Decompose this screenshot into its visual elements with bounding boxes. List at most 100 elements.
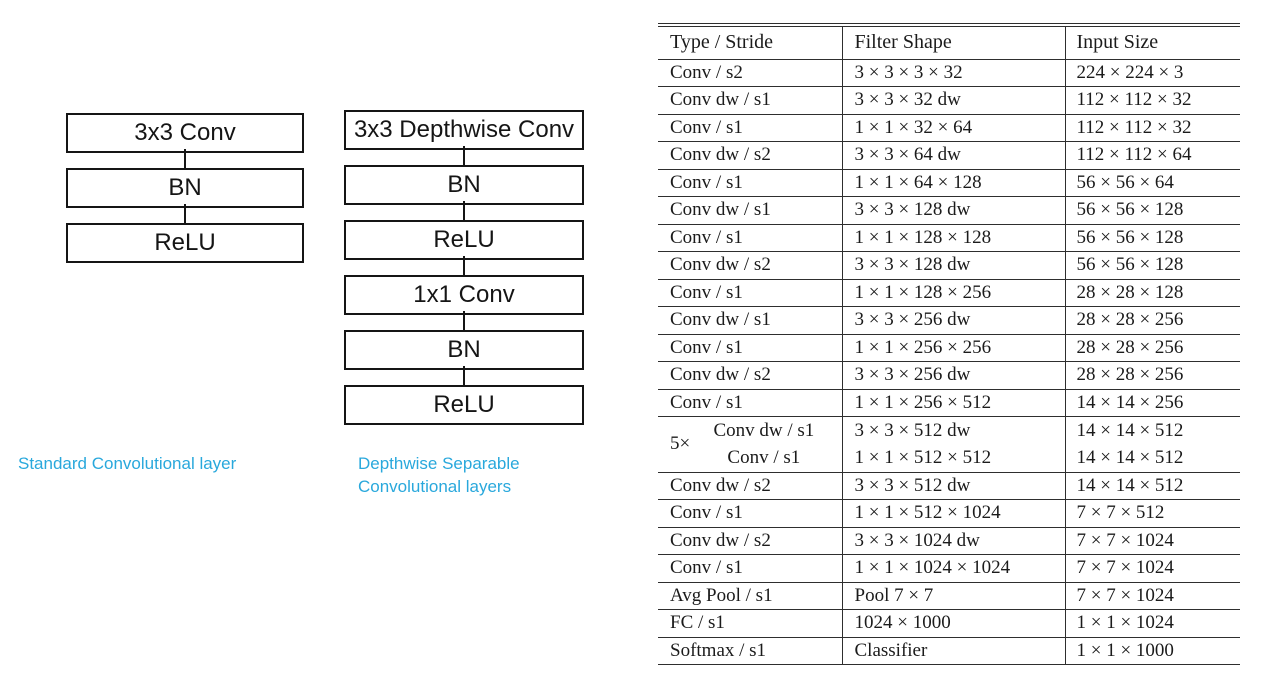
connector-line: [463, 201, 465, 220]
cell-input-size: 1 × 1 × 1024: [1065, 609, 1240, 638]
cell-input-size: 224 × 224 × 3: [1065, 59, 1240, 87]
caption-line-2: Convolutional layers: [358, 477, 512, 496]
diagram-block-bn: BN: [344, 165, 584, 205]
diagram-block-relu: ReLU: [344, 385, 584, 425]
cell-input-size: 28 × 28 × 256: [1065, 334, 1240, 362]
cell-input-size: 56 × 56 × 128: [1065, 251, 1240, 280]
cell-type-stride: Conv / s1: [658, 389, 843, 417]
cell-input-size: 112 × 112 × 32: [1065, 86, 1240, 115]
cell-filter-shape: 3 × 3 × 256 dw: [842, 306, 1066, 335]
diagram-block-bn: BN: [344, 330, 584, 370]
cell-input-size: 7 × 7 × 1024: [1065, 527, 1240, 555]
cell-type-stride: Conv dw / s2: [658, 472, 843, 500]
col-header-filter-shape: Filter Shape: [842, 25, 1066, 60]
depthwise-diagram-caption: Depthwise Separable Convolutional layers: [358, 452, 520, 498]
cell-type-stride: Conv / s1: [658, 224, 843, 252]
col-header-input-size: Input Size: [1065, 25, 1240, 60]
cell-filter-shape: 1 × 1 × 128 × 128: [842, 224, 1066, 252]
cell-filter-shape: 3 × 3 × 512 dw 1 × 1 × 512 × 512: [842, 416, 1066, 473]
cell-type-stride: Conv dw / s2: [658, 361, 843, 390]
cell-input-size: 56 × 56 × 128: [1065, 224, 1240, 252]
cell-input-size: 7 × 7 × 1024: [1065, 582, 1240, 610]
cell-input-size: 28 × 28 × 256: [1065, 361, 1240, 390]
cell-filter-shape: 1 × 1 × 512 × 1024: [842, 499, 1066, 528]
filter-shape-line: 3 × 3 × 512 dw: [854, 420, 971, 442]
connector-line: [184, 204, 186, 223]
diagram-block-3x3-conv: 3x3 Conv: [66, 113, 304, 153]
cell-type-stride: Conv dw / s1: [658, 196, 843, 225]
connector-line: [463, 366, 465, 385]
cell-type-stride: Conv / s1: [658, 554, 843, 583]
diagram-block-1x1-conv: 1x1 Conv: [344, 275, 584, 315]
cell-filter-shape: 3 × 3 × 64 dw: [842, 141, 1066, 170]
cell-type-stride: Conv dw / s2: [658, 141, 843, 170]
caption-line-1: Depthwise Separable: [358, 454, 520, 473]
mobilenet-architecture-table: Type / Stride Filter Shape Input Size Co…: [658, 23, 1240, 665]
cell-type-stride: Softmax / s1: [658, 637, 843, 665]
connector-line: [463, 146, 465, 165]
cell-filter-shape: 3 × 3 × 128 dw: [842, 251, 1066, 280]
cell-type-stride: Conv dw / s2: [658, 251, 843, 280]
cell-type-stride: Conv / s1: [658, 334, 843, 362]
cell-input-size: 112 × 112 × 32: [1065, 114, 1240, 142]
cell-filter-shape: 1024 × 1000: [842, 609, 1066, 638]
cell-input-size: 28 × 28 × 128: [1065, 279, 1240, 307]
repeat-count-label: 5×: [670, 433, 691, 455]
cell-type-stride: FC / s1: [658, 609, 843, 638]
input-size-line: 14 × 14 × 512: [1076, 420, 1184, 442]
cell-type-stride: Conv dw / s2: [658, 527, 843, 555]
cell-filter-shape: 3 × 3 × 512 dw: [842, 472, 1066, 500]
cell-type-stride: Conv / s1: [658, 499, 843, 528]
cell-filter-shape: 1 × 1 × 64 × 128: [842, 169, 1066, 197]
cell-filter-shape: Pool 7 × 7: [842, 582, 1066, 610]
cell-type-stride: Conv / s2: [658, 59, 843, 87]
cell-filter-shape: 3 × 3 × 1024 dw: [842, 527, 1066, 555]
cell-input-size: 112 × 112 × 64: [1065, 141, 1240, 170]
cell-type-stride: Avg Pool / s1: [658, 582, 843, 610]
cell-filter-shape: 1 × 1 × 256 × 256: [842, 334, 1066, 362]
cell-input-size: 28 × 28 × 256: [1065, 306, 1240, 335]
filter-shape-line: 1 × 1 × 512 × 512: [854, 447, 992, 469]
connector-line: [463, 256, 465, 275]
cell-filter-shape: 3 × 3 × 128 dw: [842, 196, 1066, 225]
col-header-type-stride: Type / Stride: [658, 25, 843, 60]
diagram-block-bn: BN: [66, 168, 304, 208]
cell-type-stride: Conv / s1: [658, 169, 843, 197]
cell-filter-shape: 1 × 1 × 32 × 64: [842, 114, 1066, 142]
type-stride-line: Conv / s1: [727, 447, 801, 469]
cell-input-size: 56 × 56 × 128: [1065, 196, 1240, 225]
cell-input-size: 14 × 14 × 512: [1065, 472, 1240, 500]
cell-type-stride: Conv dw / s1: [658, 86, 843, 115]
cell-filter-shape: 3 × 3 × 256 dw: [842, 361, 1066, 390]
cell-input-size: 14 × 14 × 256: [1065, 389, 1240, 417]
cell-type-stride: Conv dw / s1: [658, 306, 843, 335]
cell-filter-shape: 3 × 3 × 3 × 32: [842, 59, 1066, 87]
table-header-row: Type / Stride Filter Shape Input Size: [658, 25, 1240, 60]
connector-line: [463, 311, 465, 330]
diagram-block-3x3-depthwise-conv: 3x3 Depthwise Conv: [344, 110, 584, 150]
cell-input-size: 56 × 56 × 64: [1065, 169, 1240, 197]
standard-diagram-caption: Standard Convolutional layer: [18, 454, 237, 473]
